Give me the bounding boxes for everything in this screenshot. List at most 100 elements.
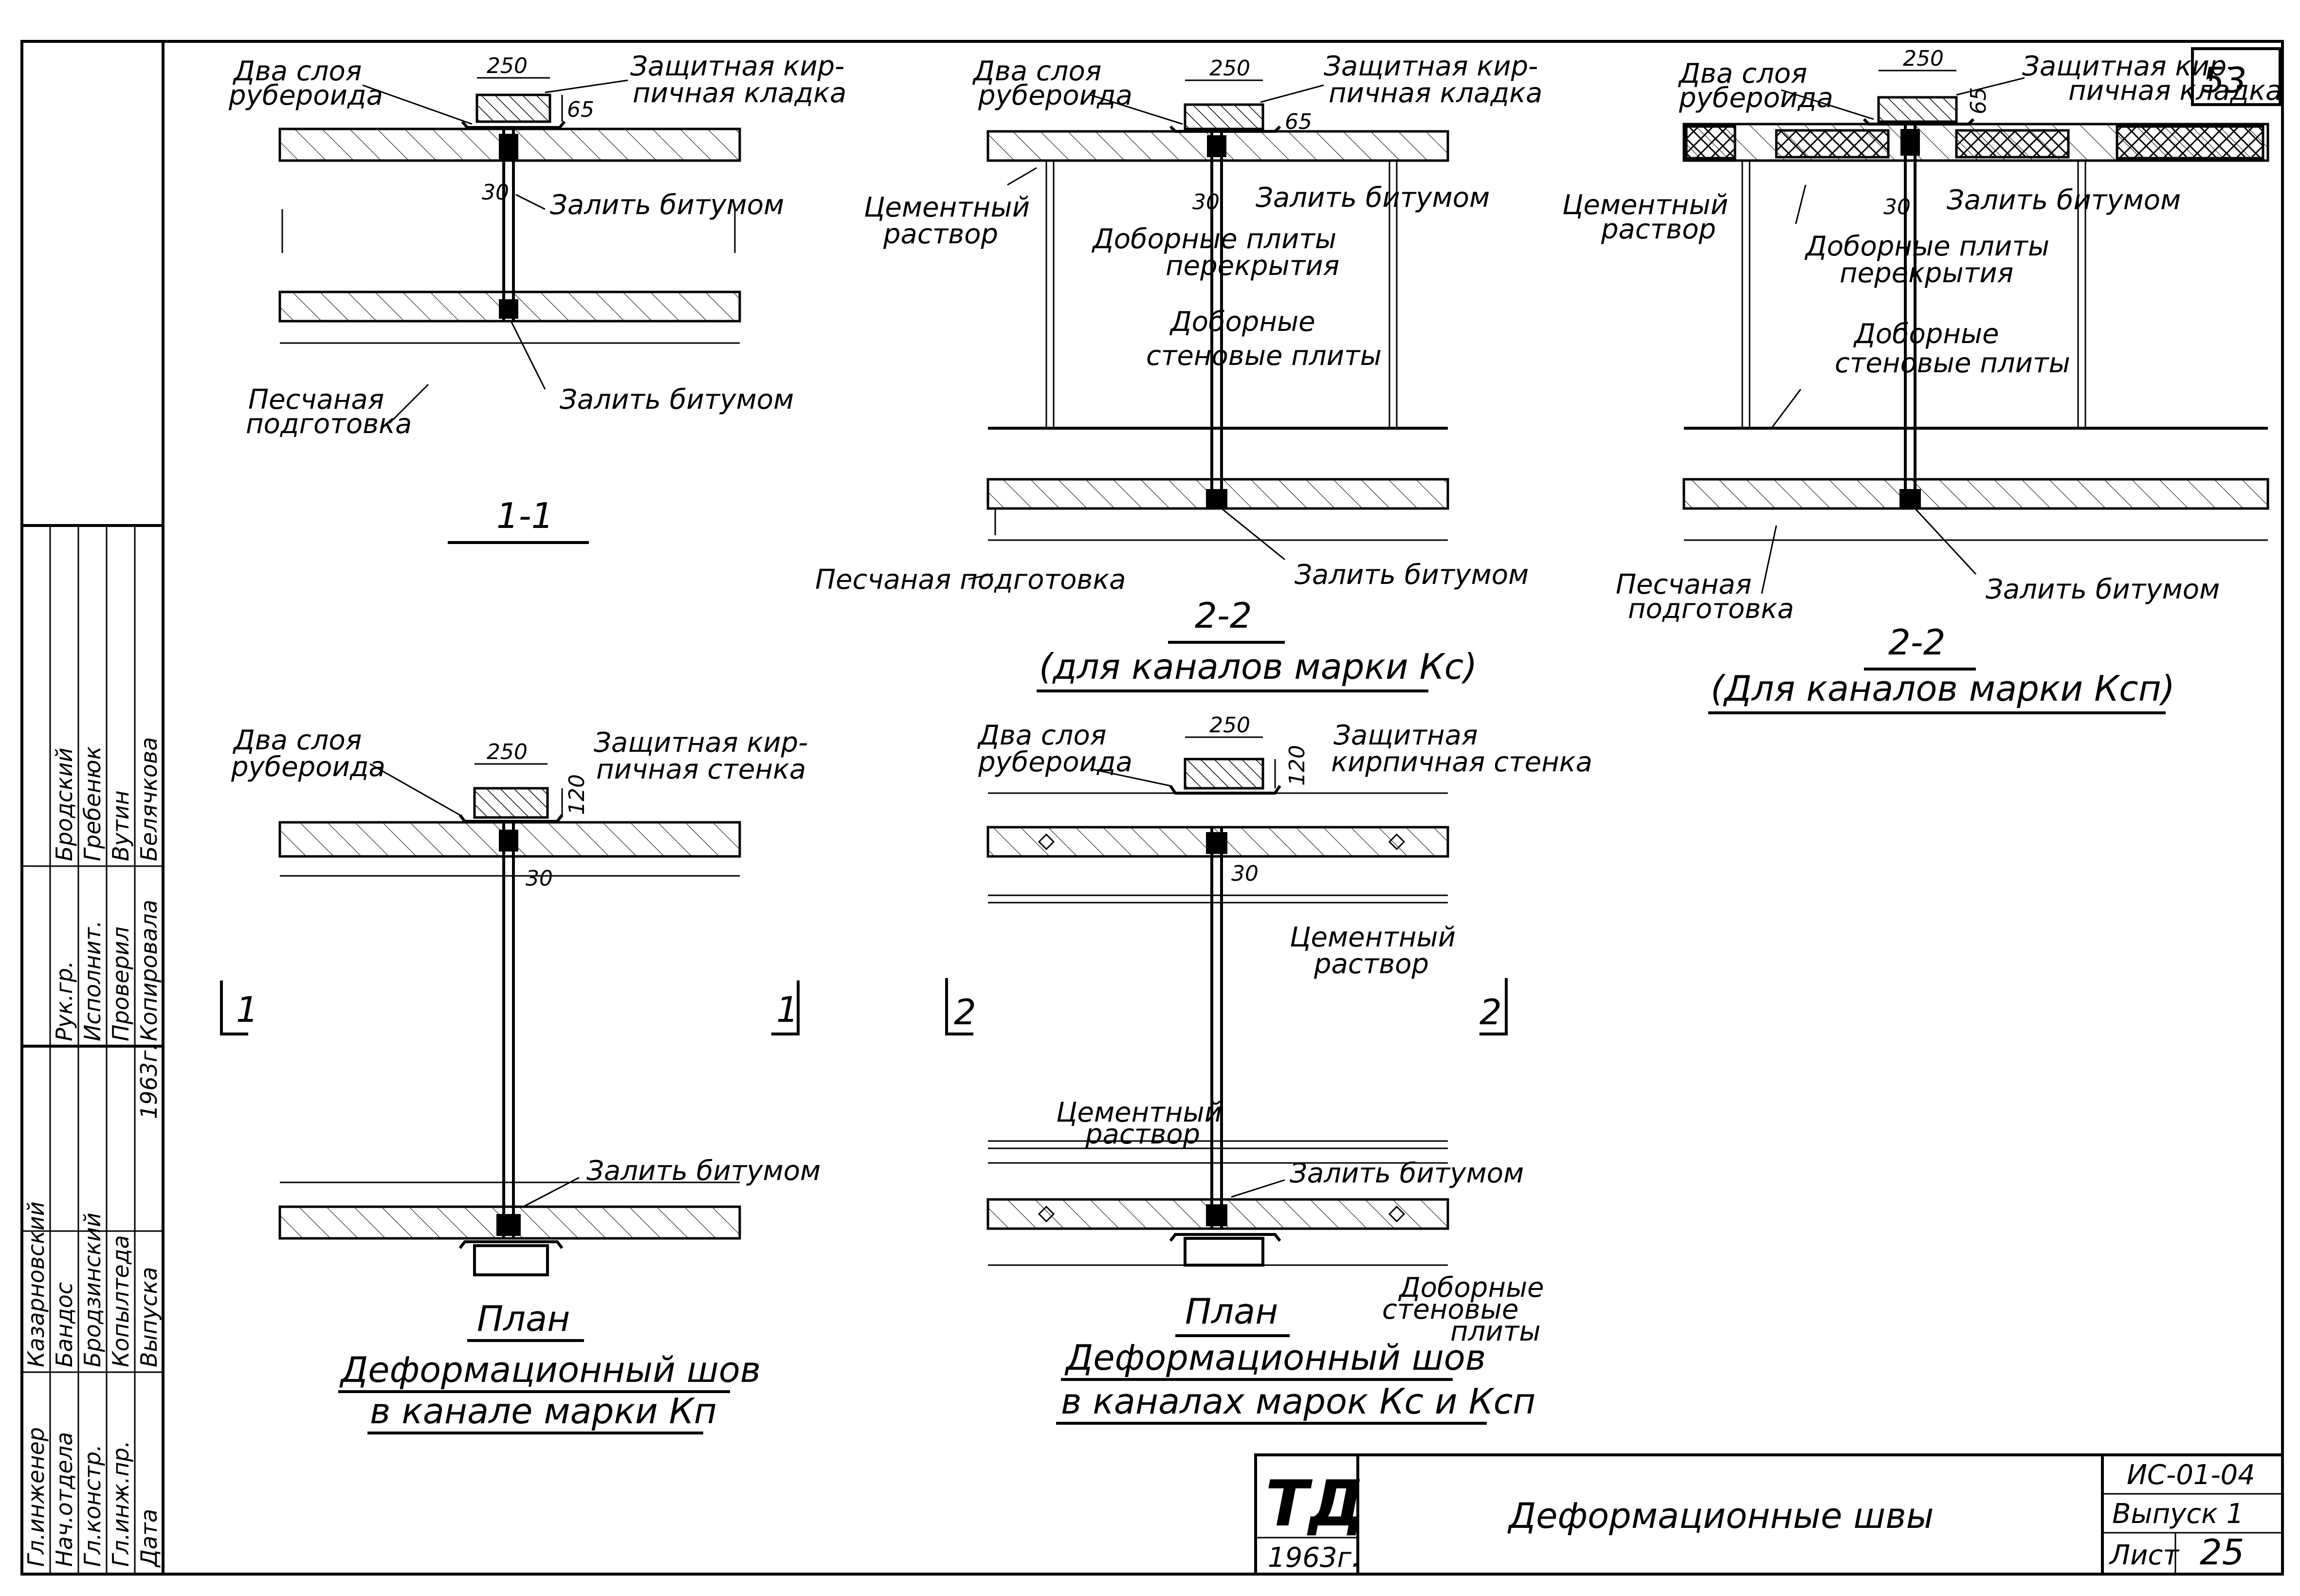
label-cement-mortar: Цементный: [1290, 922, 1456, 953]
label-floor-plates: перекрытия: [1166, 250, 1339, 282]
dim-250: 250: [1209, 713, 1250, 738]
title-section-1-1: 1-1: [496, 495, 554, 536]
section-mark-1: 1: [236, 989, 258, 1030]
label-cement-mortar: Цементный: [864, 192, 1030, 223]
label-wall-plates: стеновые плиты: [1146, 340, 1382, 372]
label-brick-masonry: пичная кладка: [633, 77, 846, 109]
title-plan: План: [1185, 1291, 1278, 1332]
label-fill-bitumen: Залить битумом: [560, 384, 794, 416]
label-fill-bitumen: Залить битумом: [1290, 1158, 1524, 1189]
document-code: ИС-01-04: [2127, 1459, 2255, 1491]
side-name: Бродский: [51, 747, 77, 861]
label-sand: Песчаная подготовка: [815, 564, 1126, 596]
label-brick-wall: Защитная кир-: [594, 727, 808, 759]
label-fill-bitumen: Залить битумом: [1295, 559, 1529, 591]
side-name: Копылтеда: [108, 1235, 134, 1367]
title-joint-kp: в канале марки Кп: [370, 1391, 717, 1432]
label-wall-plates: стеновые: [1382, 1294, 1518, 1325]
label-two-layers: Два слоя: [232, 725, 362, 756]
title-joint-ks: в каналах марок Кс и Ксп: [1061, 1381, 1535, 1422]
side-name: Казарновский: [23, 1201, 49, 1367]
side-role: Проверил: [108, 926, 134, 1041]
logo-td: ТД: [1265, 1467, 1365, 1541]
label-brick-wall: Защитная: [1333, 720, 1478, 751]
label-cement-mortar: Цементный: [1056, 1097, 1222, 1128]
side-signature-block: [22, 524, 163, 1574]
label-floor-plates: перекрытия: [1840, 257, 2013, 289]
sheet-number: 53: [2202, 60, 2247, 101]
side-roles: Гл.инженер Нач.отдела Гл.констр. Гл.инж.…: [23, 737, 162, 1568]
dim-30: 30: [1883, 195, 1911, 219]
label-fill-bitumen: Залить битумом: [1947, 184, 2181, 216]
side-role: Гл.инженер: [23, 1427, 49, 1567]
side-year: 1963г.: [136, 1043, 162, 1119]
title-block: [1254, 1453, 2284, 1576]
side-name: Бродзинский: [79, 1213, 106, 1367]
logo-year: 1963г.: [1268, 1542, 1360, 1574]
label-fill-bitumen: Залить битумом: [1256, 182, 1490, 214]
dim-30: 30: [482, 180, 509, 205]
dim-120: 120: [1285, 745, 1310, 786]
side-role: Гл.констр.: [79, 1444, 106, 1567]
dim-250: 250: [1209, 56, 1250, 81]
side-name: Вутин: [108, 790, 134, 861]
label-wall-plates: Доборные: [1169, 306, 1315, 338]
label-cement-mortar: раствор: [1314, 948, 1429, 980]
sheet-label: Лист: [2109, 1540, 2179, 1571]
section-mark-2: 2: [1479, 992, 1502, 1033]
label-sand: подготовка: [1628, 593, 1794, 625]
side-role: Дата: [136, 1509, 162, 1568]
label-fill-bitumen: Залить битумом: [550, 189, 784, 221]
dim-65: 65: [1285, 109, 1312, 134]
label-fill-bitumen: Залить битумом: [1986, 574, 2220, 605]
section-2-2-ks: [986, 79, 1449, 541]
label-brick-masonry: пичная кладка: [2068, 75, 2282, 107]
dim-250: 250: [487, 54, 528, 78]
title-joint-ks: Деформационный шов: [1064, 1337, 1486, 1378]
dim-65: 65: [567, 97, 594, 122]
section-mark-2: 2: [954, 992, 976, 1033]
section-2-2-ksp: [1682, 70, 2269, 541]
label-floor-plates: Доборные плиты: [1091, 223, 1336, 255]
label-sand: Песчаная: [248, 384, 384, 416]
label-cement-mortar: раствор: [883, 218, 998, 250]
label-floor-plates: Доборные плиты: [1804, 231, 2049, 262]
dim-120: 120: [565, 774, 589, 815]
label-two-layers: рубероида: [978, 80, 1132, 111]
side-role: Нач.отдела: [51, 1432, 77, 1567]
side-role: Гл.инж.пр.: [108, 1440, 134, 1567]
label-two-layers: Два слоя: [1678, 58, 1807, 90]
label-sand: подготовка: [246, 408, 412, 440]
label-two-layers: рубероида: [231, 751, 385, 783]
label-two-layers: Два слоя: [972, 55, 1101, 87]
section-mark-1: 1: [776, 989, 799, 1030]
label-brick-masonry: Защитная кир-: [2022, 51, 2236, 82]
side-name: Бандос: [51, 1282, 77, 1367]
dim-250: 250: [1903, 46, 1944, 71]
plan-kp: [220, 763, 800, 1276]
label-two-layers: Два слоя: [977, 720, 1106, 751]
sheet-title: Деформационные швы: [1507, 1495, 1934, 1536]
side-name: Белячкова: [136, 737, 162, 861]
label-brick-masonry: Защитная кир-: [1324, 51, 1538, 82]
dim-30: 30: [526, 866, 553, 891]
label-sand: Песчаная: [1616, 569, 1752, 600]
issue-number: Выпуск 1: [2112, 1498, 2244, 1530]
label-cement-mortar: Цементный: [1562, 189, 1728, 221]
label-wall-plates: Доборные: [1853, 318, 1999, 350]
side-role: Копировала: [136, 900, 162, 1041]
title-plan: План: [477, 1298, 570, 1339]
label-wall-plates: плиты: [1450, 1316, 1541, 1347]
title-section-2-2-ks: (для каналов марки Кс): [1039, 646, 1477, 687]
label-wall-plates: стеновые плиты: [1835, 347, 2070, 379]
sheet-value: 25: [2200, 1532, 2245, 1573]
dim-30: 30: [1231, 861, 1259, 886]
label-brick-masonry: пичная кладка: [1329, 77, 1542, 109]
label-brick-masonry: Защитная кир-: [630, 51, 844, 82]
title-section-2-2: 2-2: [1195, 595, 1252, 636]
label-brick-wall: пичная стенка: [596, 754, 806, 785]
label-two-layers: рубероида: [228, 80, 383, 111]
dim-30: 30: [1192, 190, 1220, 215]
label-two-layers: Два слоя: [232, 55, 362, 87]
